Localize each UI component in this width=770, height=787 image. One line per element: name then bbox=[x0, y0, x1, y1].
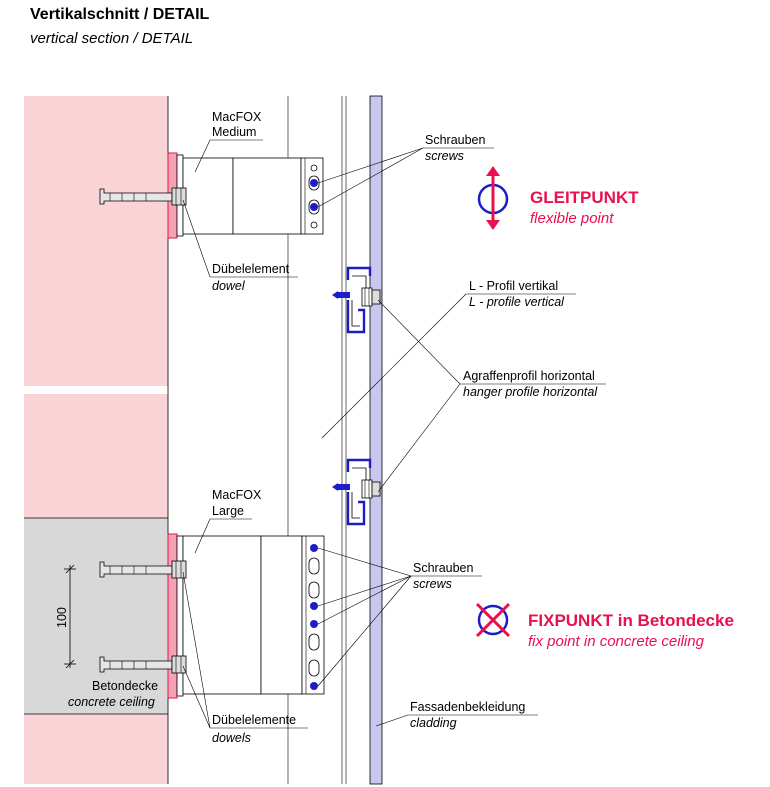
fix-point-label: fix point in concrete ceiling bbox=[528, 633, 705, 650]
masonry-wall-middle bbox=[24, 394, 168, 518]
title-german: Vertikalschnitt / DETAIL bbox=[30, 6, 210, 23]
hanger-profile-upper bbox=[332, 266, 381, 334]
macfox-medium-label-1: MacFOX bbox=[212, 110, 262, 124]
screw-bottom-2 bbox=[310, 602, 318, 610]
dowel-lower-1 bbox=[99, 560, 187, 579]
gleitpunkt-label: GLEITPUNKT bbox=[530, 188, 639, 207]
cladding-label: Fassadenbekleidung bbox=[410, 700, 525, 714]
title-english: vertical section / DETAIL bbox=[30, 30, 194, 47]
cladding-panel bbox=[369, 95, 383, 785]
fix-point-icon bbox=[475, 602, 511, 638]
macfox-large-bracket bbox=[167, 533, 325, 699]
screw-top-1 bbox=[310, 179, 318, 187]
screws-top-label: Schrauben bbox=[425, 133, 486, 147]
dowel-label: Dübelelement bbox=[212, 262, 290, 276]
concrete-label-en: concrete ceiling bbox=[68, 695, 155, 709]
screws-bottom-label: Schrauben bbox=[413, 561, 474, 575]
masonry-wall-upper bbox=[24, 96, 168, 386]
screw-bottom-4 bbox=[310, 682, 318, 690]
l-profile-label: L - Profil vertikal bbox=[469, 279, 558, 293]
hanger-profile-label: Agraffenprofil horizontal bbox=[463, 369, 595, 383]
dimension-line bbox=[64, 564, 76, 669]
fixpunkt-label: FIXPUNKT in Betondecke bbox=[528, 611, 734, 630]
masonry-wall-lower bbox=[24, 714, 168, 784]
hanger-profile-label-en: hanger profile horizontal bbox=[463, 385, 598, 399]
screw-bottom-1 bbox=[310, 544, 318, 552]
flexible-point-icon bbox=[477, 166, 509, 230]
screw-bottom-3 bbox=[310, 620, 318, 628]
dowel-lower-2 bbox=[99, 655, 187, 674]
concrete-label: Betondecke bbox=[92, 679, 158, 693]
l-profile-label-en: L - profile vertical bbox=[469, 295, 565, 309]
concrete-ceiling bbox=[24, 518, 168, 714]
macfox-large-label-2: Large bbox=[212, 504, 244, 518]
cladding-label-en: cladding bbox=[410, 716, 457, 730]
hanger-profile-lower bbox=[332, 458, 381, 526]
screws-bottom-label-en: screws bbox=[413, 577, 452, 591]
screw-top-2 bbox=[310, 203, 318, 211]
dowels-label: Dübelelemente bbox=[212, 713, 296, 727]
dowel-upper bbox=[99, 187, 187, 206]
dowels-label-en: dowels bbox=[212, 731, 251, 745]
screws-top-label-en: screws bbox=[425, 149, 464, 163]
dowel-label-en: dowel bbox=[212, 279, 246, 293]
macfox-large-label-1: MacFOX bbox=[212, 488, 262, 502]
dimension-value: 100 bbox=[55, 607, 69, 628]
macfox-medium-label-2: Medium bbox=[212, 125, 256, 139]
flexible-point-label: flexible point bbox=[530, 210, 614, 227]
macfox-medium-bracket bbox=[167, 152, 324, 239]
